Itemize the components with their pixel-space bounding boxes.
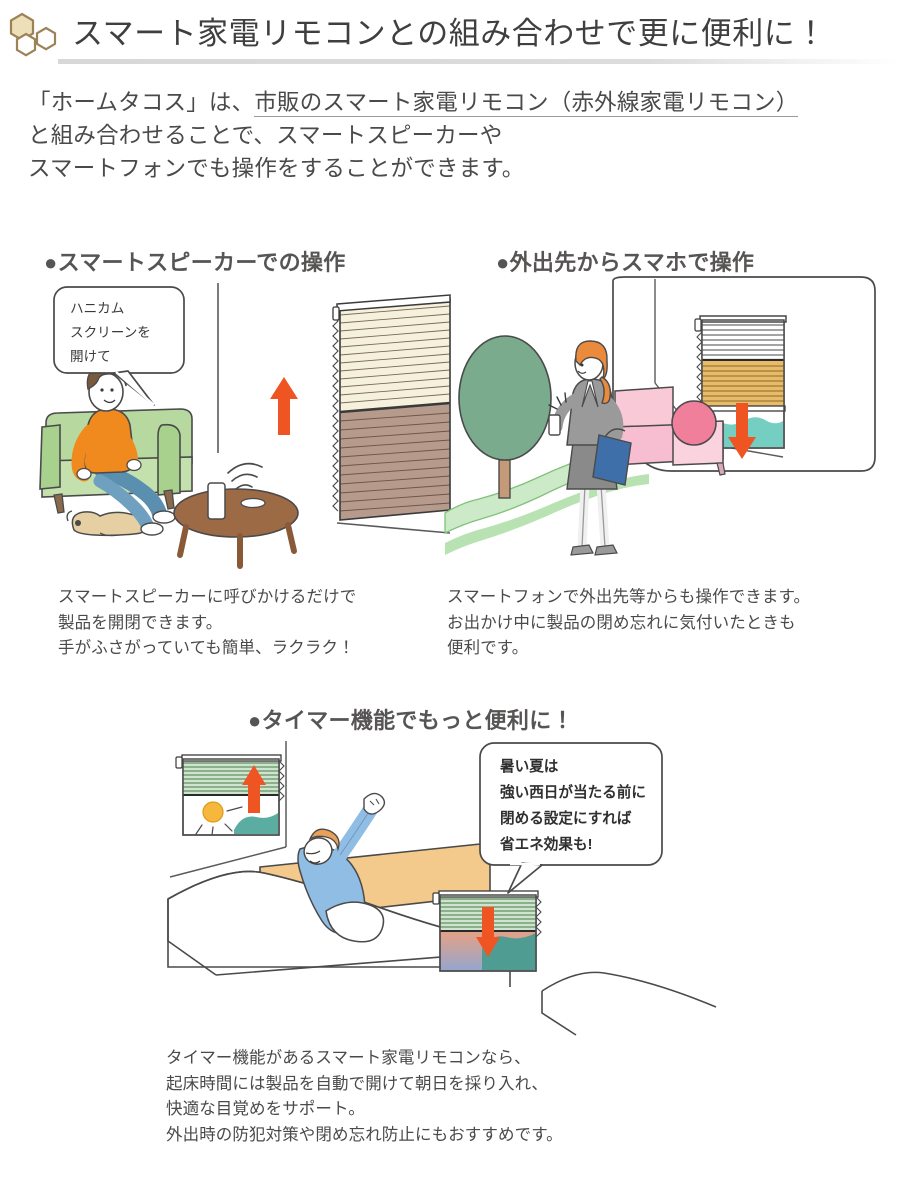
tree xyxy=(458,335,552,499)
blind-open-up-arrow xyxy=(270,377,298,435)
morning-up-arrow xyxy=(242,765,266,813)
honeycomb-icon xyxy=(6,12,62,58)
caption-mobile: スマートフォンで外出先等からも操作できます。 お出かけ中に製品の閉め忘れに気付い… xyxy=(447,585,887,662)
timer-bubble-line-4: 省エネ効果も! xyxy=(499,835,592,853)
smartphone xyxy=(548,414,561,436)
handbag xyxy=(592,428,632,486)
stretching-person xyxy=(297,792,386,943)
caption-speaker-line-3: 手がふさがっていても簡単、ラクラク！ xyxy=(58,639,355,657)
header-divider xyxy=(58,59,900,64)
caption-timer: タイマー機能があるスマート家電リモコンなら、 起床時間には製品を自動で開けて朝日… xyxy=(166,1046,766,1148)
caption-timer-line-3: 快適な目覚めをサポート。 xyxy=(166,1100,365,1118)
illustration-bedroom-timer: 暑い夏は 強い西日が当たる前に 閉める設定にすれば 省エネ効果も! xyxy=(150,735,770,1036)
speech-bubble-speaker: ハニカム スクリーンを 開けて xyxy=(53,286,185,406)
illustration-outdoor-smartphone xyxy=(444,275,895,575)
round-table xyxy=(173,488,299,569)
blind-close-down-arrow xyxy=(728,403,756,459)
caption-timer-line-2: 起床時間には製品を自動で開けて朝日を採り入れ、 xyxy=(166,1074,548,1093)
smart-speaker xyxy=(207,482,226,520)
evening-down-arrow xyxy=(476,907,500,957)
standing-woman xyxy=(548,340,632,556)
bubble-line-2: スクリーンを xyxy=(70,325,151,340)
intro-line3: スマートフォンでも操作をすることができます。 xyxy=(28,156,525,181)
seated-person xyxy=(71,365,176,536)
bubble-line-3: 開けて xyxy=(70,349,111,364)
intro-line1-underlined: 市販のスマート家電リモコン（赤外線家電リモコン） xyxy=(254,90,799,117)
honeycomb-blind-open xyxy=(332,294,451,521)
remote-control xyxy=(240,497,266,509)
intro-line1-plain: 「ホームタコス」は、 xyxy=(28,90,255,115)
caption-timer-line-1: タイマー機能があるスマート家電リモコンなら、 xyxy=(166,1049,531,1067)
speech-bubble-timer: 暑い夏は 強い西日が当たる前に 閉める設定にすれば 省エネ効果も! xyxy=(479,742,663,894)
timer-bubble-line-2: 強い西日が当たる前に xyxy=(500,783,646,801)
signal-waves xyxy=(227,462,263,490)
section-heading-speaker: ●スマートスピーカーでの操作 xyxy=(44,250,346,275)
intro-paragraph: 「ホームタコス」は、市販のスマート家電リモコン（赤外線家電リモコン） と組み合わ… xyxy=(28,86,888,185)
section-heading-timer: ●タイマー機能でもっと便利に！ xyxy=(248,708,574,733)
intro-line2: と組み合わせることで、スマートスピーカーや xyxy=(28,123,503,148)
window-morning-opening xyxy=(175,754,285,836)
window-blind-closing xyxy=(694,315,787,449)
caption-mobile-line-3: 便利です。 xyxy=(447,639,529,657)
page-title: スマート家電リモコンとの組み合わせで更に便利に！ xyxy=(72,16,827,51)
caption-speaker-line-1: スマートスピーカーに呼びかけるだけで xyxy=(58,588,357,606)
caption-speaker: スマートスピーカーに呼びかけるだけで 製品を開閉できます。 手がふさがっていても… xyxy=(58,585,458,662)
section-heading-mobile: ●外出先からスマホで操作 xyxy=(496,250,755,275)
illustration-living-room-smart-speaker: ハニカム スクリーンを 開けて xyxy=(39,275,451,575)
timer-bubble-line-3: 閉める設定にすれば xyxy=(500,810,632,827)
pink-sofa xyxy=(612,386,726,476)
page-header: スマート家電リモコンとの組み合わせで更に便利に！ xyxy=(0,0,900,64)
caption-mobile-line-1: スマートフォンで外出先等からも操作できます。 xyxy=(447,588,811,606)
caption-mobile-line-2: お出かけ中に製品の閉め忘れに気付いたときも xyxy=(447,613,796,632)
bubble-line-1: ハニカム xyxy=(70,301,124,316)
timer-bubble-line-1: 暑い夏は xyxy=(500,758,559,775)
caption-speaker-line-2: 製品を開閉できます。 xyxy=(58,613,223,632)
caption-timer-line-4: 外出時の防犯対策や閉め忘れ防止にもおすすめです。 xyxy=(166,1125,563,1144)
